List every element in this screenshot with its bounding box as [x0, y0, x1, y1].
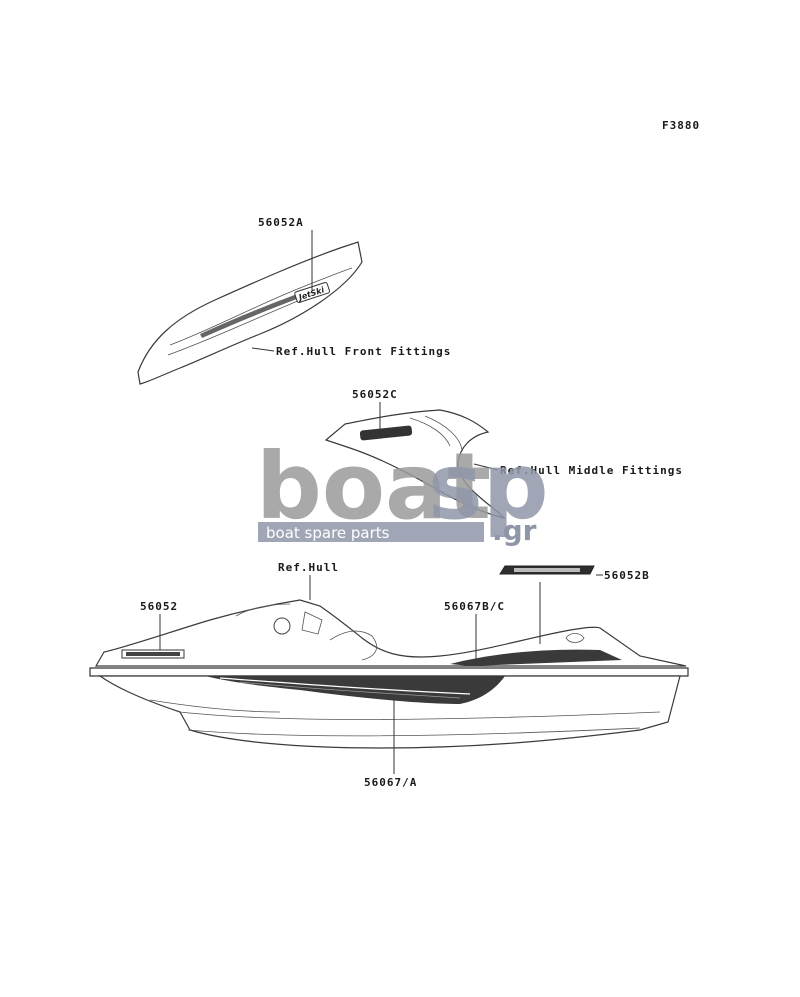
leader-ref-hull-front [251, 347, 275, 352]
label-ref-hull-front: Ref.Hull Front Fittings [276, 345, 451, 358]
rear-decal-56052B [499, 565, 595, 575]
label-56052C: 56052C [352, 388, 398, 401]
label-56052B: 56052B [604, 569, 650, 582]
label-56052A: 56052A [258, 216, 304, 229]
leader-ref-hull-middle [473, 463, 499, 471]
jetski-logo-icon [294, 282, 331, 303]
label-ref-hull: Ref.Hull [278, 561, 339, 574]
middle-fittings-decal [324, 409, 506, 520]
figure-code: F3880 [662, 119, 700, 132]
label-56052: 56052 [140, 600, 178, 613]
front-fittings-decal: JetSki [137, 241, 363, 385]
watercraft-hull [89, 599, 689, 749]
watermark-tag-bg [258, 522, 484, 542]
label-ref-hull-middle: Ref.Hull Middle Fittings [500, 464, 683, 477]
label-56067BC: 56067B/C [444, 600, 505, 613]
watermark-brand-tld: .gr [492, 514, 537, 547]
watermark-tagline: boat spare parts [266, 524, 390, 542]
boatsp-watermark: boat sp .gr boat spare parts [256, 433, 549, 547]
stx-logo-icon [359, 425, 413, 441]
label-56067A: 56067/A [364, 776, 417, 789]
